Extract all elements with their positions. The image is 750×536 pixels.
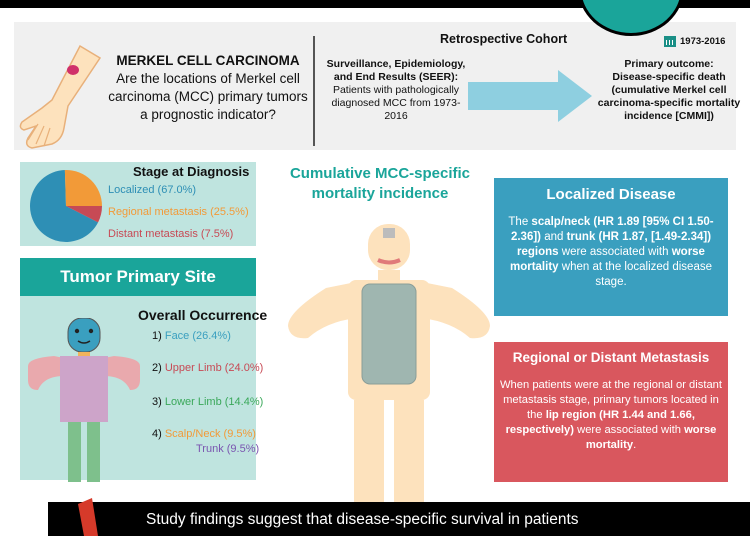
years-text: 1973-2016: [680, 36, 726, 47]
legend-localized: Localized (67.0%): [108, 184, 197, 196]
regional-panel: [494, 342, 728, 482]
outcome-desc: Disease-specific death (cumulative Merke…: [597, 71, 741, 122]
footer-text: Study findings suggest that disease-spec…: [146, 511, 579, 528]
localized-panel: [494, 178, 728, 316]
pie-slice-0: [30, 170, 99, 242]
legend-regional: Regional metastasis (25.5%): [108, 206, 249, 218]
top-bar: [0, 0, 750, 8]
regional-text: When patients were at the regional or di…: [499, 379, 722, 451]
body-figure-icon: [28, 318, 140, 482]
header-panel: [14, 22, 736, 150]
seer-title: Surveillance, Epidemiology, and End Resu…: [326, 58, 466, 83]
mannequin-figure-icon: [288, 224, 490, 502]
marker-icon: [78, 498, 98, 536]
site-upper-limb: 2) Upper Limb (24.0%): [152, 362, 264, 374]
site-scalp-neck: 4) Scalp/Neck (9.5%): [152, 428, 256, 440]
site-lower-limb: 3) Lower Limb (14.4%): [152, 396, 264, 408]
title-block: MERKEL CELL CARCINOMA Are the locations …: [108, 52, 308, 124]
tumor-heading: Tumor Primary Site: [20, 258, 256, 296]
seer-block: Surveillance, Epidemiology, and End Resu…: [320, 58, 472, 123]
stage-title: Stage at Diagnosis: [133, 164, 250, 179]
page-title: MERKEL CELL CARCINOMA: [116, 53, 300, 68]
years-badge: 1973-2016: [664, 36, 725, 47]
legend-distant: Distant metastasis (7.5%): [108, 228, 234, 240]
research-question: Are the locations of Merkel cell carcino…: [108, 71, 308, 122]
regional-heading: Regional or Distant Metastasis: [512, 350, 710, 365]
divider: [313, 36, 315, 146]
outcome-block: Primary outcome: Disease-specific death …: [594, 58, 744, 123]
cohort-label: Retrospective Cohort: [440, 32, 568, 46]
pie-slice-1: [64, 170, 103, 206]
site-face: 1) Face (26.4%): [152, 330, 231, 342]
occurrence-title: Overall Occurrence: [138, 307, 268, 323]
arm-icon: [19, 44, 102, 149]
seer-desc: Patients with pathologically diagnosed M…: [331, 84, 461, 122]
stage-pie-chart: [30, 170, 103, 242]
outcome-title: Primary outcome:: [624, 58, 714, 70]
mortality-title: Cumulative MCC-specific mortality incide…: [289, 165, 471, 202]
arrow-icon: [468, 70, 592, 122]
pie-slice-2: [66, 206, 102, 223]
localized-text: The scalp/neck (HR 1.89 [95% CI 1.50-2.3…: [508, 216, 714, 288]
calendar-icon: [664, 36, 676, 47]
footer-bar: [48, 502, 750, 536]
site-trunk: Trunk (9.5%): [196, 443, 260, 455]
localized-heading: Localized Disease: [546, 186, 676, 203]
